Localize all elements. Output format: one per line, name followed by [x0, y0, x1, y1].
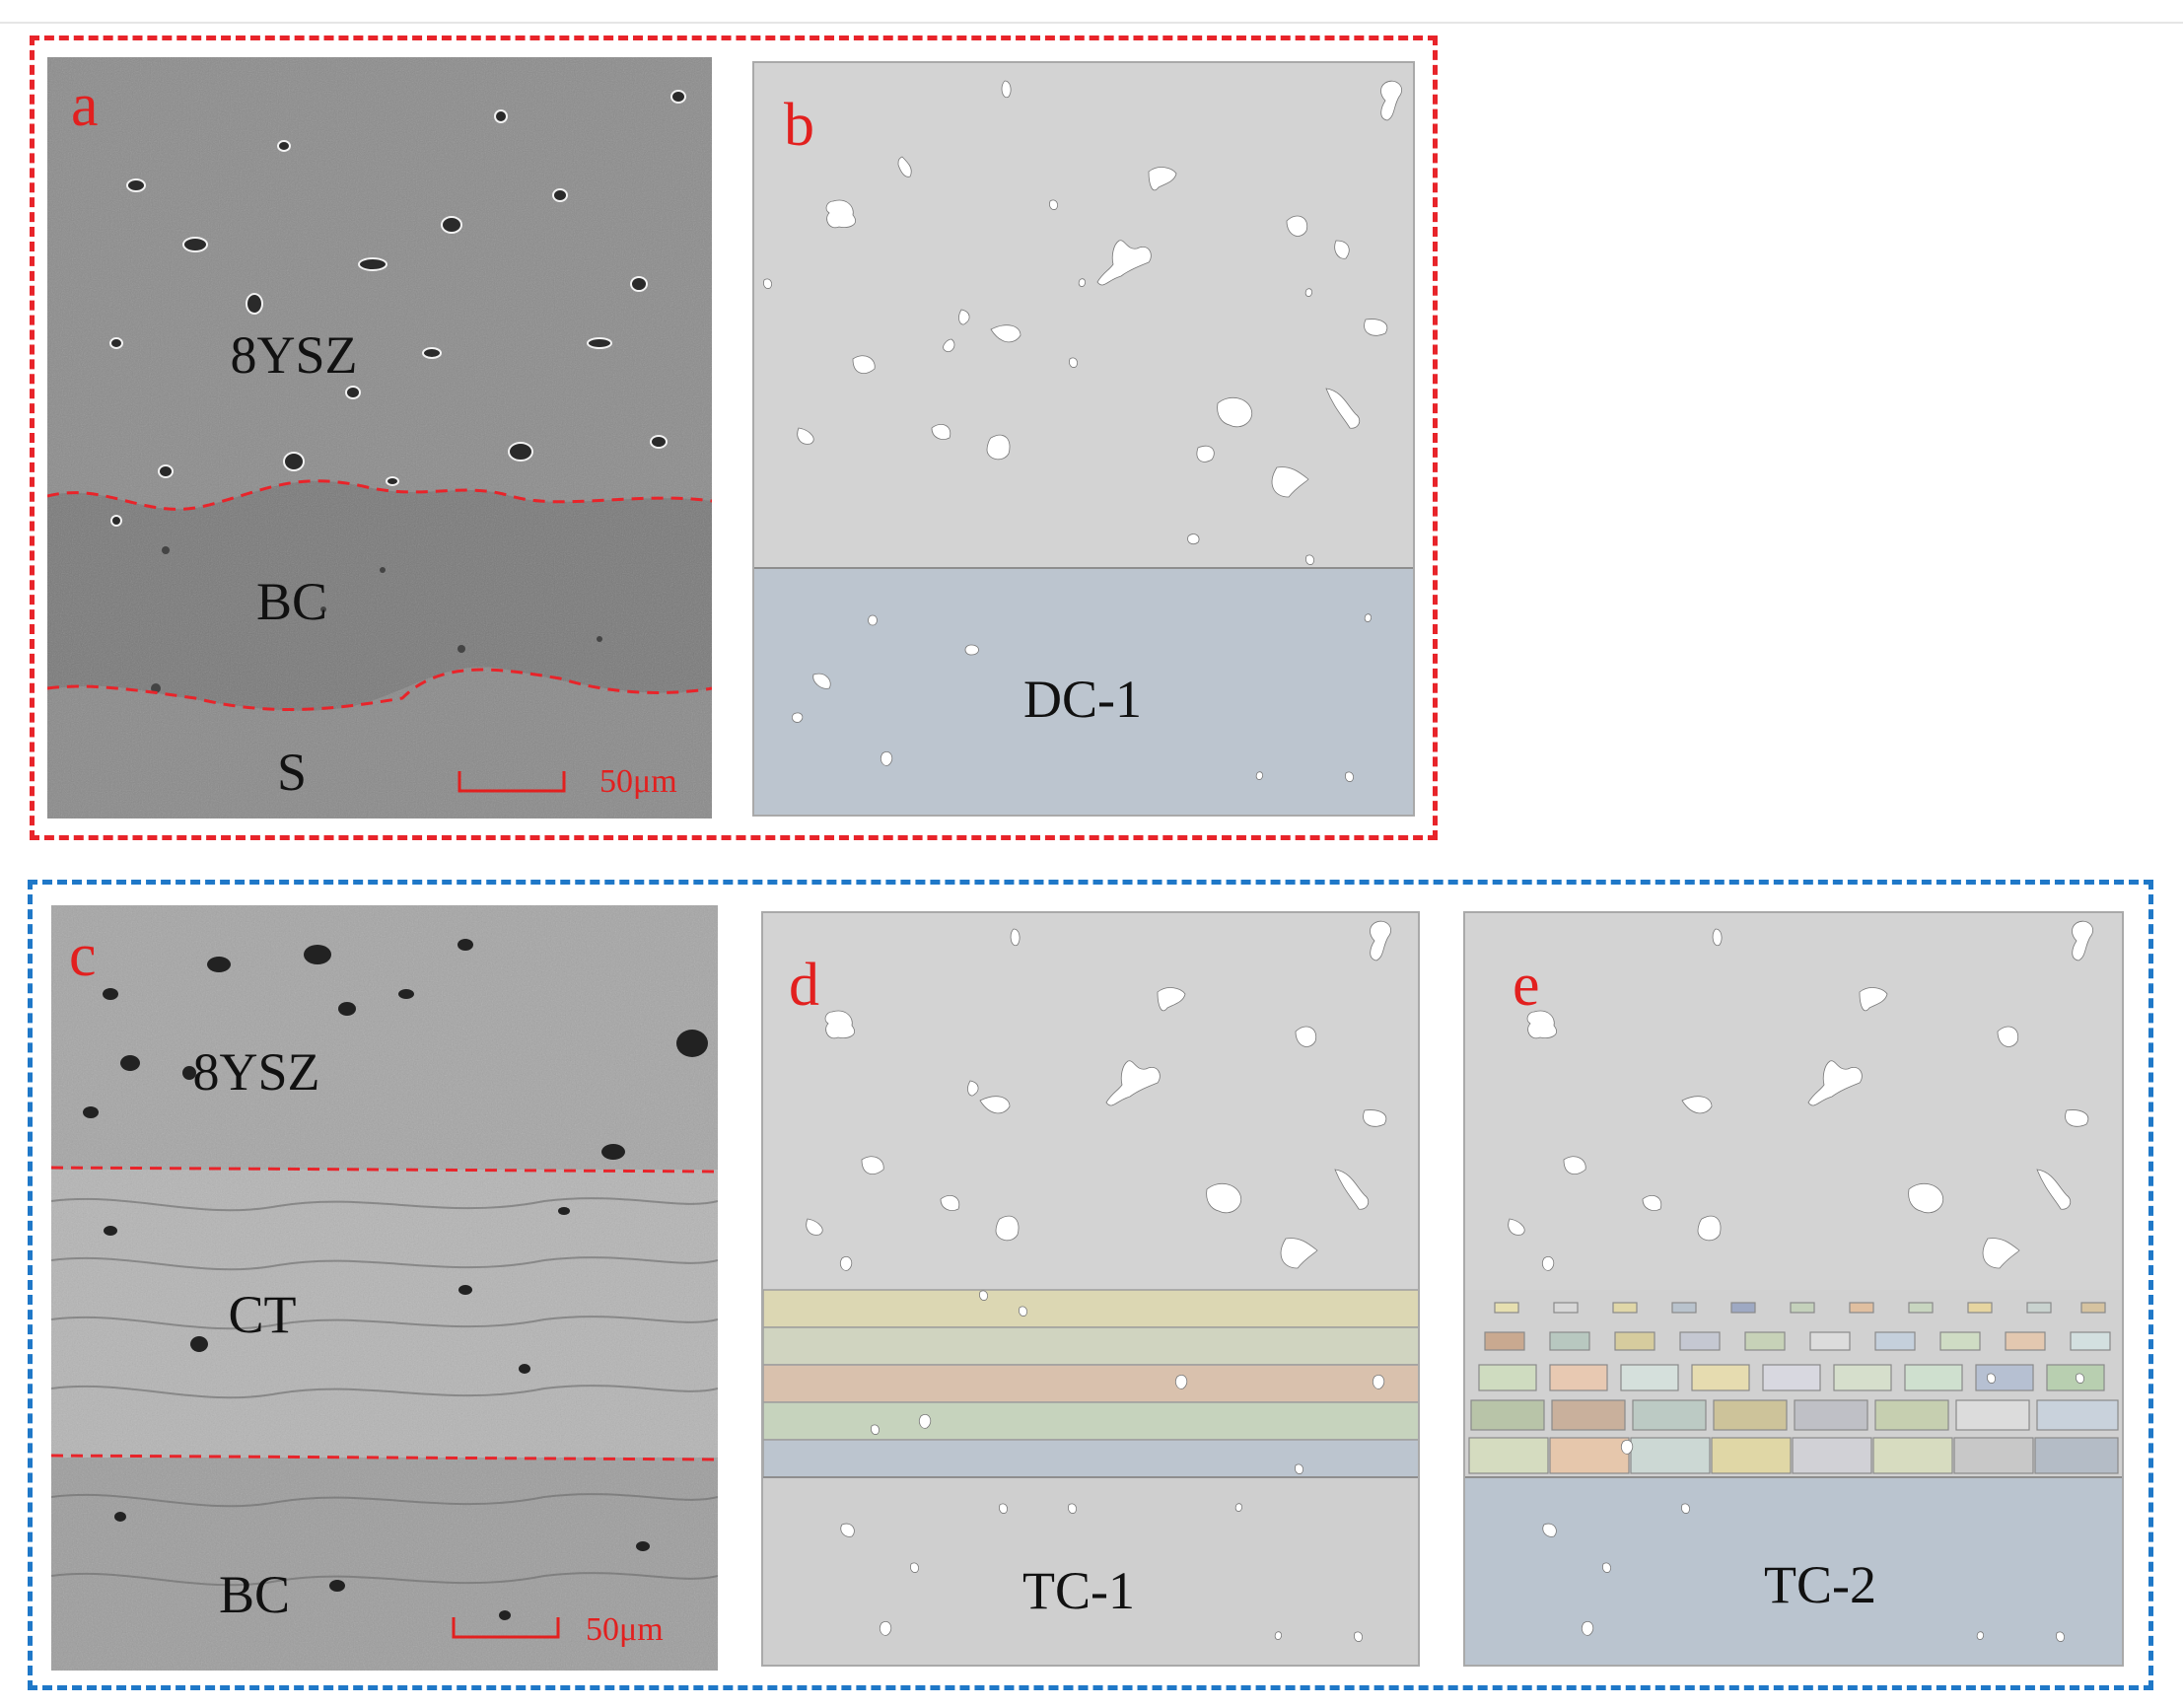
- pores-e: [1508, 920, 2093, 1642]
- panel-label-a: a: [71, 72, 99, 139]
- region-label-8ysz-a: 8YSZ: [230, 325, 358, 385]
- region-label-bc-a: BC: [255, 572, 328, 631]
- interface-line-lower-c: [51, 1454, 718, 1461]
- scale-bar-c: [452, 1617, 560, 1639]
- model-name-tc-1: TC-1: [1022, 1561, 1135, 1620]
- panel-c-sem-image: c 8YSZ CT BC 50μm: [51, 905, 718, 1671]
- panel-label-c: c: [69, 922, 97, 989]
- dark-pores-c: [83, 939, 708, 1620]
- bond-coat-layer-d: [763, 1477, 1418, 1665]
- pores-a: [109, 90, 686, 527]
- panel-label-d: d: [789, 952, 819, 1019]
- ceramic-layer-e: [1465, 913, 2122, 1290]
- model-image-b: [754, 63, 1413, 815]
- transition-layers-d: [763, 1289, 1418, 1478]
- block-row-1: [1494, 1302, 2106, 1314]
- top-rule: [0, 22, 2183, 24]
- model-name-tc-2: TC-2: [1764, 1555, 1876, 1614]
- pores-d: [806, 920, 1391, 1642]
- region-label-ct-c: CT: [228, 1285, 297, 1344]
- interface-line-upper-a: [47, 479, 712, 511]
- sem-image-a: [47, 57, 712, 818]
- panel-e-model: e TC-2: [1463, 911, 2124, 1667]
- dark-specks-a: [151, 546, 602, 693]
- region-label-8ysz-c: 8YSZ: [192, 1042, 320, 1102]
- pores-b: [763, 80, 1402, 782]
- lamella-lines-c: [51, 1197, 718, 1587]
- region-label-bc-c: BC: [218, 1565, 291, 1624]
- bond-coat-layer-e: [1465, 1477, 2122, 1665]
- panel-a-sem-image: a 8YSZ BC S 50μm: [47, 57, 712, 818]
- scale-bar-label-c: 50μm: [586, 1611, 664, 1648]
- region-label-s-a: S: [276, 743, 308, 802]
- blue-dashed-group: [28, 880, 2153, 1690]
- ceramic-layer-b: [754, 63, 1413, 568]
- ceramic-layer-d: [763, 913, 1418, 1290]
- model-image-d: [763, 913, 1418, 1665]
- scale-bar-label-a: 50μm: [599, 763, 677, 800]
- model-image-e: [1465, 913, 2122, 1665]
- panel-d-model: d TC-1: [761, 911, 1420, 1667]
- panel-label-e: e: [1513, 952, 1540, 1019]
- red-dashed-group: [30, 36, 1438, 840]
- transition-blocks-e: [1468, 1302, 2119, 1474]
- sem-image-c: [51, 905, 718, 1671]
- panel-b-model: b DC-1: [752, 61, 1415, 817]
- block-row-4: [1470, 1399, 2119, 1431]
- model-name-dc-1: DC-1: [1023, 670, 1142, 729]
- block-row-2: [1484, 1331, 2111, 1351]
- panel-label-b: b: [784, 92, 814, 159]
- bond-coat-layer-b: [754, 568, 1413, 815]
- block-row-3: [1478, 1364, 2105, 1391]
- interface-line-lower-a: [47, 668, 712, 712]
- block-row-5: [1468, 1437, 2119, 1474]
- interface-line-upper-c: [51, 1166, 718, 1174]
- scale-bar-a: [458, 771, 566, 793]
